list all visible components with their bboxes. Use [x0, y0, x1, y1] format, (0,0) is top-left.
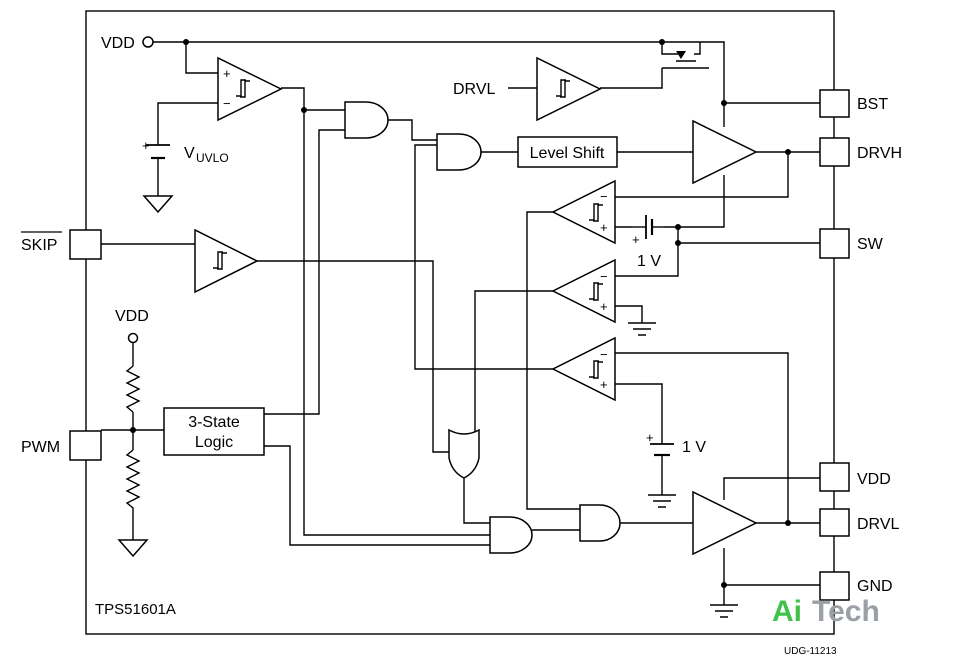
- ground-ls-driver: [710, 604, 738, 618]
- three-state-label-2: Logic: [195, 434, 233, 451]
- svg-text:+: +: [600, 299, 608, 314]
- svg-text:Ai: Ai: [772, 595, 802, 628]
- ref-1v-battery: +: [646, 430, 674, 457]
- ground-uvlo: [142, 195, 174, 214]
- vuvlo-subscript: UVLO: [196, 151, 229, 165]
- or-gate: [448, 428, 480, 479]
- pin-drvl: [819, 508, 850, 537]
- and-gate-3: [489, 516, 533, 554]
- comparator-1: − +: [551, 179, 616, 245]
- bst-label: BST: [857, 96, 888, 113]
- pin-bst: [819, 89, 850, 118]
- drvh-label: DRVH: [857, 145, 902, 162]
- svg-text:+: +: [223, 66, 231, 81]
- and-gate-4: [579, 504, 621, 542]
- level-shift-box: [517, 136, 618, 168]
- svg-text:+: +: [142, 138, 150, 153]
- figure-id: UDG-11213: [784, 646, 837, 657]
- bootstrap-switch: [662, 51, 709, 69]
- svg-text:+: +: [632, 232, 640, 247]
- low-side-driver: [692, 490, 758, 556]
- vdd-divider-label: VDD: [115, 308, 149, 325]
- ground-divider: [117, 539, 149, 558]
- pin-skip: [69, 229, 102, 260]
- vdd-label: VDD: [101, 35, 135, 52]
- svg-text:−: −: [600, 269, 608, 284]
- three-state-logic-box: [163, 407, 265, 456]
- junction-dots: [130, 39, 791, 588]
- svg-text:+: +: [600, 377, 608, 392]
- ref-1v-top-label: 1 V: [637, 253, 661, 270]
- ground-comp2: [628, 322, 656, 336]
- resistor-bottom: [125, 449, 141, 514]
- vdd-input-terminal: [142, 36, 154, 48]
- watermark-logo: Ai Tech: [772, 595, 880, 628]
- svg-text:+: +: [600, 220, 608, 235]
- pin-sw: [819, 228, 850, 259]
- svg-text:−: −: [600, 347, 608, 362]
- and-gate-1: [344, 101, 389, 139]
- three-state-label-1: 3-State: [188, 414, 240, 431]
- vuvlo-label: V: [184, 145, 195, 162]
- resistor-top: [125, 365, 141, 413]
- and-gate-2: [436, 133, 482, 171]
- part-number: TPS51601A: [95, 601, 176, 618]
- level-shift-label: Level Shift: [530, 145, 605, 162]
- chip-outline: [85, 10, 835, 635]
- drvl-right-label: DRVL: [857, 516, 899, 533]
- skip-buffer: [194, 228, 259, 294]
- svg-text:−: −: [600, 189, 608, 204]
- uvlo-comparator: + −: [217, 56, 283, 122]
- sw-label: SW: [857, 236, 884, 253]
- pin-gnd: [819, 571, 850, 601]
- drvl-buffer: [536, 56, 602, 122]
- vdd-right-label: VDD: [857, 471, 891, 488]
- svg-text:−: −: [223, 96, 231, 111]
- svg-text:Tech: Tech: [812, 595, 880, 628]
- ground-ref: [648, 494, 676, 508]
- svg-text:+: +: [646, 430, 654, 445]
- wires: [101, 41, 820, 605]
- pin-drvh: [819, 137, 850, 167]
- gnd-label: GND: [857, 578, 893, 595]
- ref-1v-bottom-label: 1 V: [682, 439, 706, 456]
- uvlo-battery: +: [142, 138, 170, 160]
- drvl-input-label: DRVL: [453, 81, 495, 98]
- skip-label: SKIP: [21, 237, 57, 254]
- pin-vdd: [819, 462, 850, 492]
- high-side-driver: [692, 119, 758, 185]
- comparator-2: − +: [551, 258, 616, 324]
- pwm-label: PWM: [21, 439, 60, 456]
- vdd-divider-terminal: [127, 332, 139, 344]
- pin-pwm: [69, 430, 102, 461]
- sw-1v-battery: +: [632, 215, 664, 247]
- comparator-3: − +: [551, 336, 616, 402]
